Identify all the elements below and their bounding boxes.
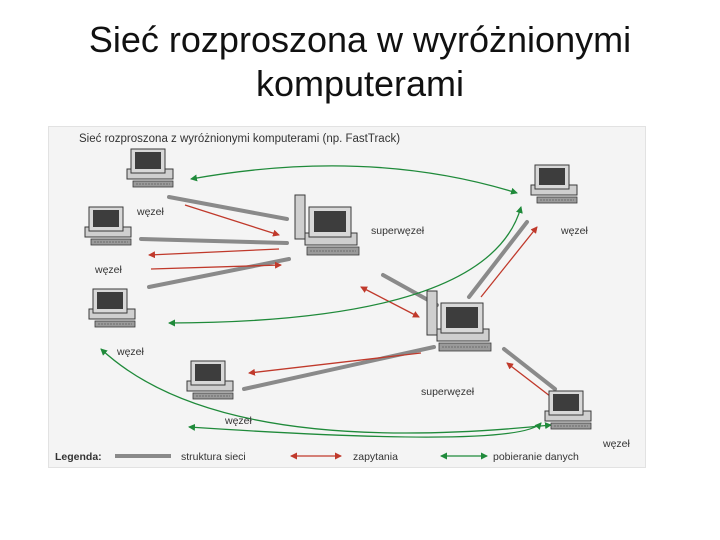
computer-node-6: [544, 390, 592, 430]
node-label: węzeł: [136, 206, 165, 218]
superpeer-node-2: [426, 290, 492, 352]
download-arrow: [168, 206, 523, 327]
node-label: węzeł: [602, 438, 631, 450]
legend: Legenda: struktura sieci zapytania pobie…: [55, 451, 579, 463]
node-label: węzeł: [560, 225, 589, 237]
structure-link: [139, 237, 289, 245]
legend-label-query: zapytania: [353, 451, 398, 463]
structure-link: [502, 347, 557, 391]
node-label: węzeł: [94, 264, 123, 276]
legend-label-download: pobieranie danych: [493, 451, 579, 463]
diagram-caption: Sieć rozproszona z wyróżnionymi komputer…: [79, 133, 400, 145]
download-arrow: [100, 348, 552, 434]
computer-node-2: [84, 206, 132, 246]
superpeer-label: superwęzeł: [371, 225, 425, 237]
query-arrow: [150, 261, 282, 270]
structure-link: [147, 257, 291, 289]
query-arrow: [480, 226, 538, 298]
download-arrows: [100, 165, 552, 438]
slide-title-line-2: komputerami: [255, 63, 465, 104]
node-label: węzeł: [116, 346, 145, 358]
download-arrow: [190, 165, 518, 195]
legend-label-structure: struktura sieci: [181, 451, 246, 463]
computer-node-5: [530, 164, 578, 204]
query-arrow: [148, 248, 280, 259]
node-label: węzeł: [224, 415, 253, 427]
legend-title: Legenda:: [55, 451, 102, 463]
computer-node-3: [88, 288, 136, 328]
network-diagram-svg: Sieć rozproszona z wyróżnionymi komputer…: [55, 133, 631, 463]
superpeer-label: superwęzeł: [421, 386, 475, 398]
superpeer-node-1: [294, 194, 360, 256]
computer-node-4: [186, 360, 234, 400]
structure-link: [242, 345, 436, 391]
slide-title: Sieć rozproszona w wyróżnionymi komputer…: [0, 18, 720, 106]
computer-node-1: [126, 148, 174, 188]
slide-title-line-1: Sieć rozproszona w wyróżnionymi: [88, 19, 632, 60]
network-diagram: Sieć rozproszona z wyróżnionymi komputer…: [48, 126, 646, 468]
structure-link: [467, 220, 529, 299]
structure-link: [167, 195, 289, 221]
